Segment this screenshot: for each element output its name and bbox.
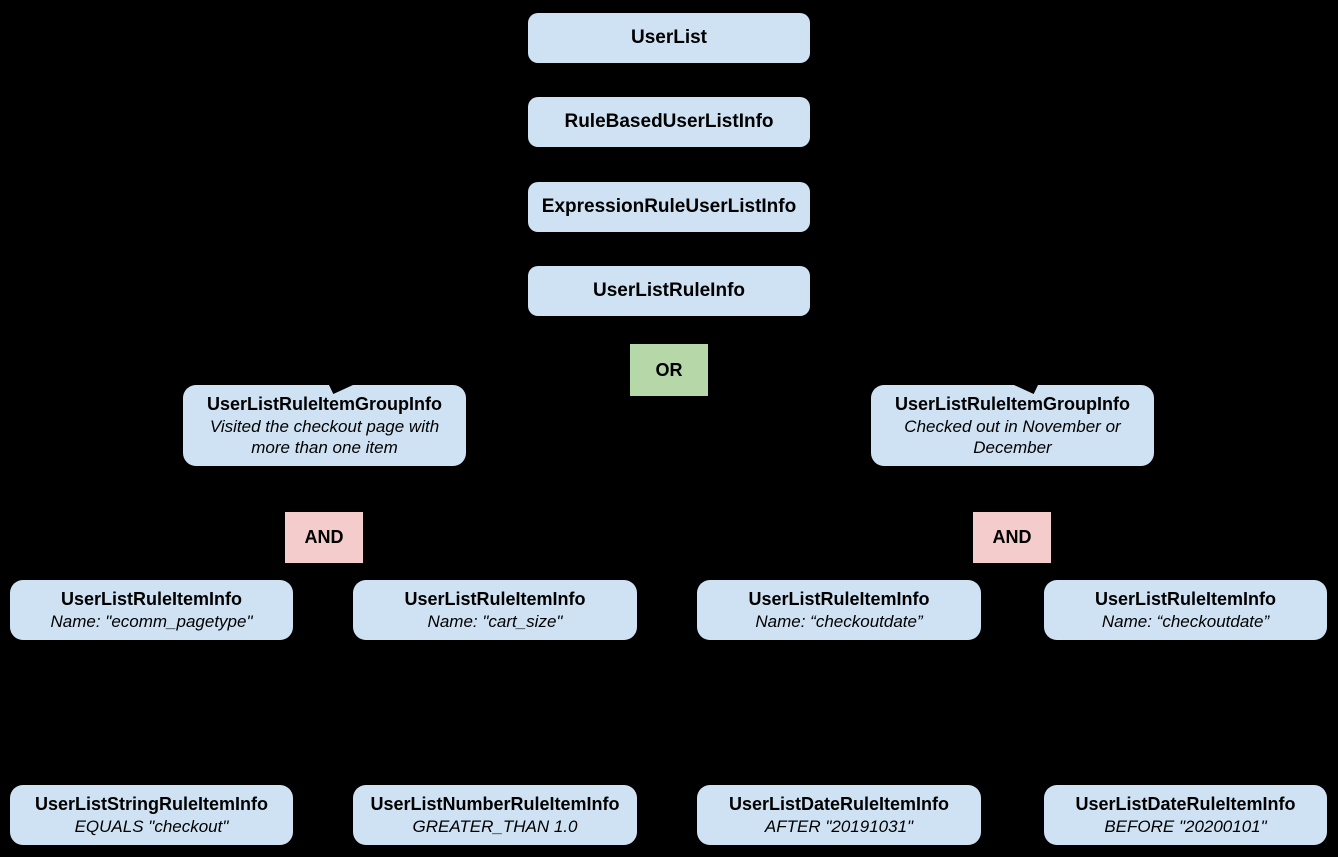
and-operator-right-label: AND bbox=[992, 527, 1032, 547]
node-expressionruleuserlistinfo-label: ExpressionRuleUserListInfo bbox=[541, 196, 797, 217]
arrowhead-left-icon bbox=[329, 385, 353, 394]
node-ruleiteminfo-2-title: UserListRuleItemInfo bbox=[404, 588, 586, 609]
node-ruleiteminfo-1-title: UserListRuleItemInfo bbox=[60, 588, 243, 609]
node-ruleiteminfo-3-title: UserListRuleItemInfo bbox=[748, 588, 930, 609]
node-numberruleiteminfo-title: UserListNumberRuleItemInfo bbox=[370, 793, 620, 814]
node-ruleiteminfo-4-title: UserListRuleItemInfo bbox=[1094, 588, 1277, 609]
node-expressionruleuserlistinfo: ExpressionRuleUserListInfo bbox=[528, 182, 810, 232]
node-ruleiteminfo-2-subtitle: Name: "cart_size" bbox=[427, 612, 563, 632]
node-ruleitemgroupinfo-left-subtitle: Visited the checkout page with more than… bbox=[209, 416, 440, 458]
node-stringruleiteminfo-subtitle: EQUALS "checkout" bbox=[74, 817, 229, 837]
node-ruleitemgroupinfo-right-subtitle: Checked out in November or December bbox=[904, 416, 1121, 458]
and-operator-right: AND bbox=[973, 512, 1051, 563]
node-rulebaseduserlistinfo-label: RuleBasedUserListInfo bbox=[564, 111, 774, 132]
arrowhead-right-icon bbox=[1014, 385, 1038, 394]
node-dateruleiteminfo-after-subtitle: AFTER "20191031" bbox=[764, 817, 914, 837]
node-userlist-label: UserList bbox=[630, 27, 708, 48]
node-userlistruleinfo: UserListRuleInfo bbox=[528, 266, 810, 316]
node-ruleiteminfo-3-subtitle: Name: “checkoutdate” bbox=[755, 612, 923, 632]
node-rulebaseduserlistinfo: RuleBasedUserListInfo bbox=[528, 97, 810, 147]
node-ruleiteminfo-3: UserListRuleItemInfo Name: “checkoutdate… bbox=[697, 580, 981, 640]
node-numberruleiteminfo-subtitle: GREATER_THAN 1.0 bbox=[412, 817, 578, 837]
or-operator-label: OR bbox=[655, 359, 683, 380]
node-ruleitemgroupinfo-right-title: UserListRuleItemGroupInfo bbox=[894, 393, 1131, 414]
node-ruleitemgroupinfo-right: UserListRuleItemGroupInfo Checked out in… bbox=[871, 385, 1154, 466]
node-ruleiteminfo-2: UserListRuleItemInfo Name: "cart_size" bbox=[353, 580, 637, 640]
and-operator-left-label: AND bbox=[304, 527, 344, 547]
node-ruleiteminfo-4: UserListRuleItemInfo Name: “checkoutdate… bbox=[1044, 580, 1327, 640]
node-ruleitemgroupinfo-left: UserListRuleItemGroupInfo Visited the ch… bbox=[183, 385, 466, 466]
or-operator: OR bbox=[630, 344, 708, 396]
node-ruleiteminfo-1: UserListRuleItemInfo Name: "ecomm_pagety… bbox=[10, 580, 293, 640]
node-stringruleiteminfo: UserListStringRuleItemInfo EQUALS "check… bbox=[10, 785, 293, 845]
node-dateruleiteminfo-before-title: UserListDateRuleItemInfo bbox=[1075, 793, 1296, 814]
node-numberruleiteminfo: UserListNumberRuleItemInfo GREATER_THAN … bbox=[353, 785, 637, 845]
node-dateruleiteminfo-after-title: UserListDateRuleItemInfo bbox=[728, 793, 950, 814]
node-ruleiteminfo-4-subtitle: Name: “checkoutdate” bbox=[1101, 612, 1270, 632]
node-stringruleiteminfo-title: UserListStringRuleItemInfo bbox=[34, 793, 269, 814]
node-dateruleiteminfo-before-subtitle: BEFORE "20200101" bbox=[1104, 817, 1267, 837]
node-ruleiteminfo-1-subtitle: Name: "ecomm_pagetype" bbox=[50, 612, 253, 632]
and-operator-left: AND bbox=[285, 512, 363, 563]
node-userlistruleinfo-label: UserListRuleInfo bbox=[592, 280, 746, 301]
node-ruleitemgroupinfo-left-title: UserListRuleItemGroupInfo bbox=[206, 393, 443, 414]
node-dateruleiteminfo-before: UserListDateRuleItemInfo BEFORE "2020010… bbox=[1044, 785, 1327, 845]
node-dateruleiteminfo-after: UserListDateRuleItemInfo AFTER "20191031… bbox=[697, 785, 981, 845]
node-userlist: UserList bbox=[528, 13, 810, 63]
